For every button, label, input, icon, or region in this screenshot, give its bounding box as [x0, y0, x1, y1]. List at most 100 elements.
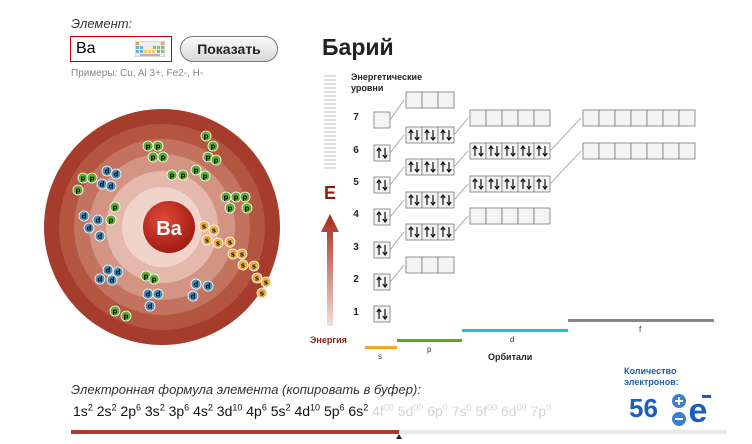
d-orbital-3-box — [469, 207, 487, 225]
p-electron-label: p — [210, 143, 215, 151]
d-orbital-3-box — [485, 207, 503, 225]
element-input-box[interactable] — [70, 36, 172, 62]
periodic-table-icon[interactable] — [135, 41, 165, 57]
d-orbital-6-box — [485, 109, 503, 127]
orbital-connector — [389, 166, 405, 186]
formula-progress-fill — [71, 430, 399, 434]
d-electron-label: d — [86, 225, 91, 233]
d-orbital-label: d — [510, 335, 515, 344]
orbital-connector — [453, 117, 469, 136]
f-orbital-5-box — [678, 109, 696, 127]
p-orbital-7-box — [437, 91, 455, 109]
s-electron-label: s — [260, 290, 264, 298]
energy-arrow — [321, 214, 339, 326]
f-orbital-4-box — [598, 142, 616, 160]
formula-term-empty: 7s0 — [451, 402, 472, 419]
p-electron-label: p — [123, 313, 128, 321]
d-electron-label: d — [109, 277, 114, 285]
orbital-connector — [389, 231, 405, 251]
p-electron-label: p — [205, 154, 210, 162]
p-electron-label: p — [227, 205, 232, 213]
s-orbital-7-box — [373, 111, 391, 129]
f-orbital-5-box — [598, 109, 616, 127]
p-orbital-2-box — [421, 256, 439, 274]
f-orbital-4-box — [646, 142, 664, 160]
f-orbital-5-box — [582, 109, 600, 127]
electron-formula[interactable]: 1s2 2s2 2p6 3s2 3p6 4s2 3d10 4p6 5s2 4d1… — [73, 402, 551, 419]
s-electron — [212, 237, 224, 249]
p-orbital-7-box — [405, 91, 423, 109]
formula-term: 4p6 — [246, 402, 267, 419]
electron-count-label: Количество электронов: — [624, 366, 679, 387]
element-input[interactable] — [73, 39, 139, 59]
p-electron-label: p — [203, 133, 208, 141]
d-electron — [112, 266, 124, 278]
electron-icon: e — [672, 392, 711, 430]
d-orbital-6-box — [517, 109, 535, 127]
orbital-connector — [549, 117, 582, 152]
d-electron — [190, 278, 202, 290]
p-orbital-5-box — [421, 158, 439, 176]
s-electron — [236, 248, 248, 260]
p-orbital-7-box — [421, 91, 439, 109]
p-electron — [177, 169, 189, 181]
p-orbital-6-box — [405, 126, 423, 144]
orbital-connector — [389, 264, 405, 283]
s-orbital-4-box — [373, 208, 391, 226]
d-electron-label: d — [108, 183, 113, 191]
p-electron — [207, 140, 219, 152]
p-electron-label: p — [213, 157, 218, 165]
p-orbital-6-box — [437, 126, 455, 144]
d-orbital-4-box — [485, 175, 503, 193]
s-orbital-1-box — [373, 305, 391, 323]
p-electron — [199, 170, 211, 182]
p-orbital-3-box — [437, 223, 455, 241]
p-electron — [166, 169, 178, 181]
d-electron — [94, 273, 106, 285]
d-orbital-5-box — [517, 142, 535, 160]
d-electron-label: d — [97, 276, 102, 284]
d-electron-label: d — [105, 267, 110, 275]
p-electron-label: p — [89, 175, 94, 183]
formula-term: 5p6 — [323, 402, 345, 419]
formula-label[interactable]: Электронная формула элемента (копировать… — [71, 382, 421, 397]
p-orbital-bar — [397, 339, 462, 342]
p-orbital-4-box — [405, 191, 423, 209]
formula-term-empty: 5f00 — [475, 402, 498, 419]
s-electron-label: s — [216, 240, 220, 248]
d-electron-label: d — [205, 283, 210, 291]
level-number-2: 2 — [353, 274, 359, 285]
d-electron — [83, 222, 95, 234]
p-electron-label: p — [112, 204, 117, 212]
s-electron — [201, 234, 213, 246]
d-orbital-3-box — [517, 207, 535, 225]
orbital-connector — [453, 183, 469, 201]
p-electron-label: p — [108, 217, 113, 225]
d-electron-label: d — [95, 217, 100, 225]
d-electron — [110, 168, 122, 180]
d-electron-label: d — [147, 303, 152, 311]
orbital-diagram — [373, 91, 696, 323]
s-electron-label: s — [231, 251, 235, 259]
s-electron — [251, 272, 263, 284]
d-electron-label: d — [115, 269, 120, 277]
d-electron-label: d — [190, 293, 195, 301]
f-orbital-4-box — [614, 142, 632, 160]
p-orbital-3-box — [421, 223, 439, 241]
s-electron — [198, 220, 210, 232]
p-electron-label: p — [150, 154, 155, 162]
d-electron — [94, 230, 106, 242]
d-electron-label: d — [99, 181, 104, 189]
d-electron — [106, 274, 118, 286]
d-electron — [187, 290, 199, 302]
s-orbital-2-box — [373, 273, 391, 291]
orbital-connector — [389, 99, 405, 121]
formula-term: 6s2 — [348, 402, 369, 419]
p-electron-label: p — [223, 194, 228, 202]
level-number-3: 3 — [353, 242, 359, 253]
d-electron-label: d — [97, 233, 102, 241]
p-electron-label: p — [155, 143, 160, 151]
show-button[interactable]: Показать — [180, 36, 278, 62]
